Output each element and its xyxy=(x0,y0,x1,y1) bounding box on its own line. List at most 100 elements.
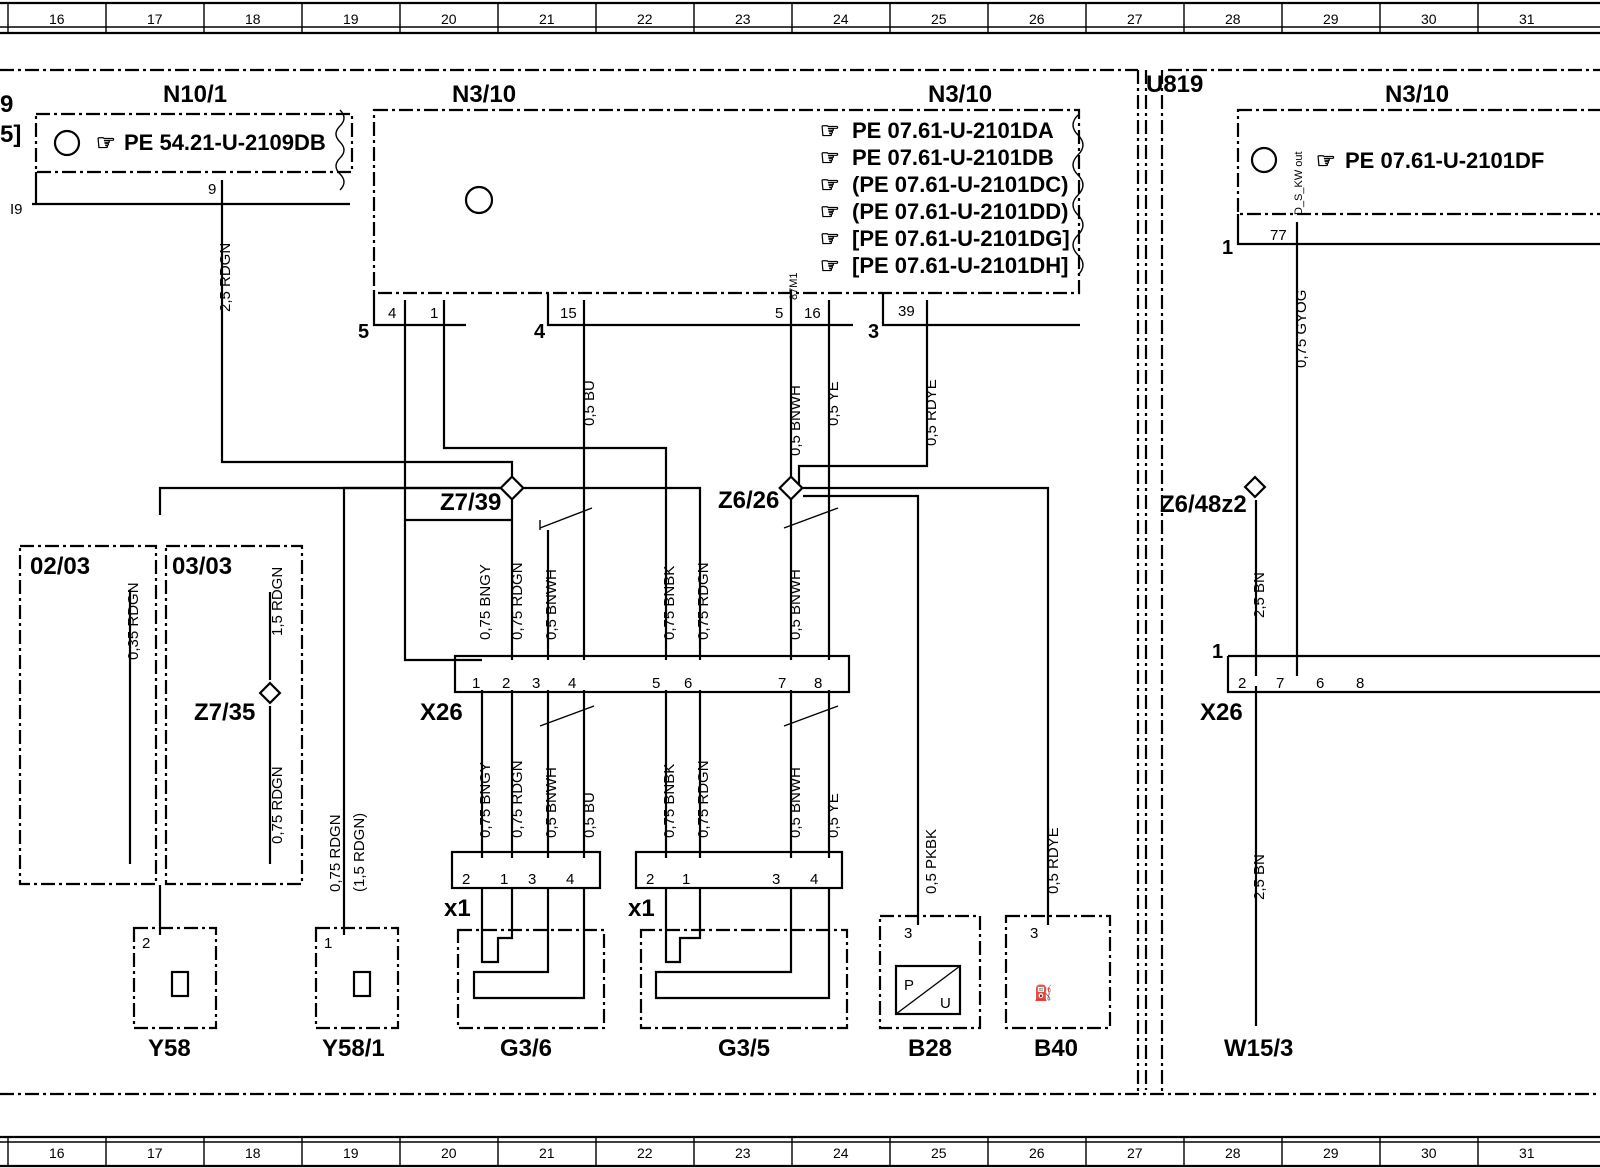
wire-label: 0,35 RDGN xyxy=(125,582,142,660)
component-n10-1: N10/1 ☞ PE 54.21-U-2109DB 9 xyxy=(34,81,354,204)
component-g3-6: G3/6 xyxy=(456,928,606,1062)
b40-label: B40 xyxy=(1034,1035,1078,1062)
b28-pin: 3 xyxy=(904,925,912,942)
z6-26-label: Z6/26 xyxy=(718,487,779,514)
n3-10-right-group: 1 xyxy=(1222,237,1233,259)
ruler-column-label: 16 xyxy=(49,1145,65,1161)
x26-right-pin-7: 7 xyxy=(1276,675,1284,692)
wire-label: 0,5 BNWH xyxy=(543,569,560,640)
component-n3-10-right: U819 N3/10 ☞ PE 07.61-U-2101DF D_S_KW ou… xyxy=(1146,71,1600,259)
wire-label: 0,75 RDGN xyxy=(509,562,526,640)
pointing-hand-icon: ☞ xyxy=(820,118,840,143)
ruler-column-label: 29 xyxy=(1323,1145,1339,1161)
wire-label: 0,5 BNWH xyxy=(787,385,804,456)
n3-10-ref: (PE 07.61-U-2101DD) xyxy=(852,199,1068,224)
x1-a-pin: 3 xyxy=(528,871,536,888)
b40-pin: 3 xyxy=(1030,925,1038,942)
transistor-icon xyxy=(1250,146,1278,174)
x26-right-pin-8: 8 xyxy=(1356,675,1364,692)
n3-10-mid-label: N3/10 xyxy=(928,81,992,108)
y58-1-label: Y58/1 xyxy=(322,1035,385,1062)
connector-x26-right: X26 1 2 7 6 8 xyxy=(1200,641,1600,726)
x26-left-pin: 5 xyxy=(652,675,660,692)
n3-10-ref: [PE 07.61-U-2101DH] xyxy=(852,253,1068,278)
wire-label: 0,75 RDGN xyxy=(269,766,286,844)
x1-b-pin: 4 xyxy=(810,871,818,888)
ruler-column-label: 26 xyxy=(1029,11,1045,27)
n3-10-right-label: N3/10 xyxy=(1385,81,1449,108)
x26-left-pin: 4 xyxy=(568,675,576,692)
n3-10-ref: PE 07.61-U-2101DA xyxy=(852,118,1054,143)
ruler-column-label: 30 xyxy=(1421,11,1437,27)
n3-10-left-label: N3/10 xyxy=(452,81,516,108)
ruler-column-label: 17 xyxy=(147,11,163,27)
w15-3-label: W15/3 xyxy=(1224,1035,1293,1062)
splice-z6-26: Z6/26 xyxy=(718,475,804,514)
wire-label: 0,5 BU xyxy=(581,380,598,426)
wire-label: 2,5 RDGN xyxy=(217,243,234,312)
ruler-column-label: 23 xyxy=(735,1145,751,1161)
component-b40: 3 ⛽ B40 xyxy=(1004,914,1112,1062)
component-y58-1: 1 Y58/1 xyxy=(314,926,400,1062)
pointing-hand-icon: ☞ xyxy=(1316,148,1336,173)
edge-pin: I9 xyxy=(10,201,23,218)
wire-label: 0,75 RDGN xyxy=(509,760,526,838)
z7-35-label: Z7/35 xyxy=(194,699,255,726)
valve-icon xyxy=(352,970,372,998)
n3-10-ref: [PE 07.61-U-2101DG] xyxy=(852,226,1070,251)
u819-label: U819 xyxy=(1146,71,1203,98)
ruler-column-label: 18 xyxy=(245,1145,261,1161)
ruler-column-label: 16 xyxy=(49,11,65,27)
wire-label: 0,5 RDYE xyxy=(923,379,940,446)
component-g3-5: G3/5 xyxy=(639,928,849,1062)
wire-label: 0,75 RDGN xyxy=(695,562,712,640)
valve-icon xyxy=(170,970,190,998)
pin-16: 16 xyxy=(804,305,821,322)
n3-10-right-signal: D_S_KW out xyxy=(1293,151,1305,215)
x1-a-pin: 1 xyxy=(500,871,508,888)
x1-a-pin: 2 xyxy=(462,871,470,888)
ruler-column-label: 22 xyxy=(637,1145,653,1161)
x1-b-label: x1 xyxy=(628,895,655,922)
b28-label: B28 xyxy=(908,1035,952,1062)
wire-label: 0,5 BNWH xyxy=(543,767,560,838)
wire-label: 0,5 BNWH xyxy=(787,767,804,838)
x1-b-pin: 1 xyxy=(682,871,690,888)
y58-label: Y58 xyxy=(148,1035,191,1062)
component-b28: 3 P U B28 xyxy=(878,914,982,1062)
n10-1-ref: PE 54.21-U-2109DB xyxy=(124,130,326,155)
pointing-hand-icon: ☞ xyxy=(820,145,840,170)
ruler-column-label: 17 xyxy=(147,1145,163,1161)
wire-label: 0,5 YE xyxy=(825,793,842,838)
wire-label: 0,5 BNWH xyxy=(787,569,804,640)
group-4: 4 xyxy=(534,321,546,343)
wires xyxy=(128,180,1299,1026)
pin-4: 4 xyxy=(388,305,396,322)
ruler-column-label: 28 xyxy=(1225,1145,1241,1161)
group-3: 3 xyxy=(868,321,879,343)
n3-10-right-ref: PE 07.61-U-2101DF xyxy=(1345,148,1544,173)
ruler-column-label: 20 xyxy=(441,11,457,27)
ruler-column-label: 25 xyxy=(931,11,947,27)
wire-label: 1,5 RDGN xyxy=(269,567,286,636)
n3-10-right-pin: 77 xyxy=(1270,227,1287,244)
ruler-column-label: 21 xyxy=(539,1145,555,1161)
x26-left-pin: 8 xyxy=(814,675,822,692)
ruler-column-label: 29 xyxy=(1323,11,1339,27)
n3-10-ref: PE 07.61-U-2101DB xyxy=(852,145,1054,170)
wire-label: 0,75 BNBK xyxy=(661,566,678,640)
edge-label-mid: 5] xyxy=(0,121,21,148)
pressure-sensor-icon xyxy=(894,964,962,1016)
wire-label: 0,75 BNBK xyxy=(661,764,678,838)
pin-1: 1 xyxy=(430,305,438,322)
n3-10-ref: (PE 07.61-U-2101DC) xyxy=(852,172,1068,197)
n10-1-label: N10/1 xyxy=(163,81,227,108)
pointing-hand-icon: ☞ xyxy=(820,172,840,197)
splice-z7-39: Z7/39 xyxy=(440,475,525,516)
x26-right-pin-2: 2 xyxy=(1238,675,1246,692)
x1-a-label: x1 xyxy=(444,895,471,922)
wire-label: 2,5 BN xyxy=(1251,572,1268,618)
ref-right: 03/03 xyxy=(172,553,232,580)
ruler-column-label: 31 xyxy=(1519,11,1535,27)
